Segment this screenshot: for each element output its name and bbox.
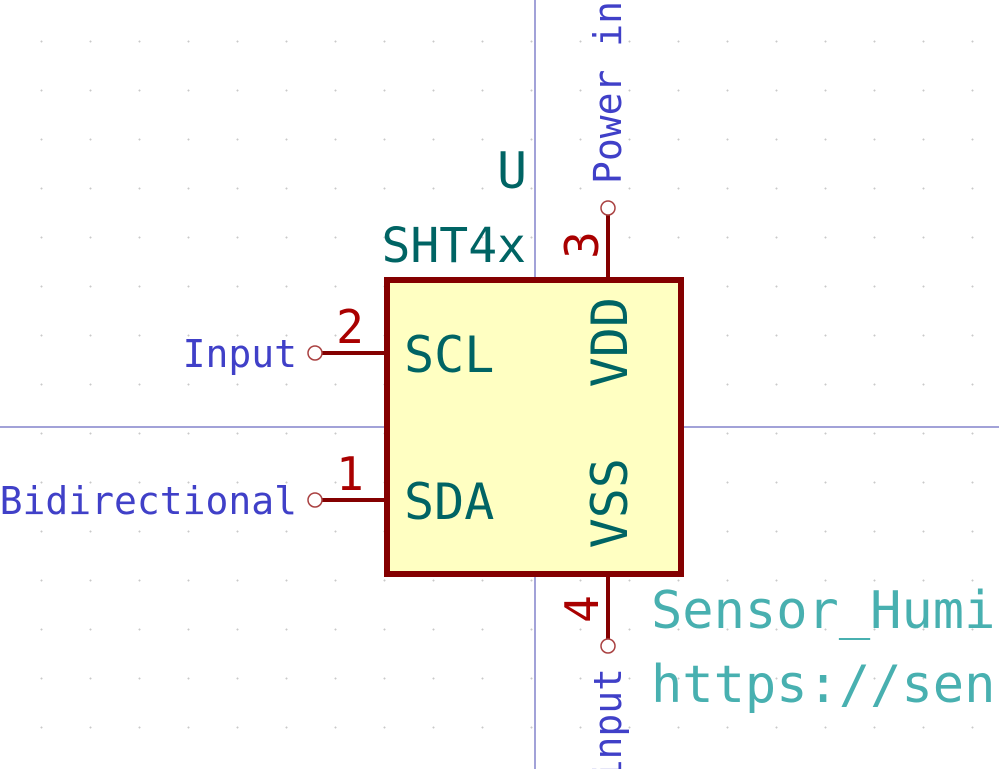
pin-type-sda: Bidirectional <box>0 479 297 523</box>
symbol-body[interactable] <box>384 277 684 577</box>
pin-number-sda: 1 <box>336 447 364 501</box>
symbol-reference[interactable]: U <box>497 142 527 200</box>
pin-name-vss: VSS <box>581 458 639 548</box>
pin-number-scl: 2 <box>336 300 364 354</box>
pin-end-scl[interactable] <box>307 345 323 361</box>
pin-type-scl: Input <box>183 332 297 376</box>
pin-name-vdd: VDD <box>581 297 639 387</box>
pin-end-vdd[interactable] <box>600 200 616 216</box>
pin-end-sda[interactable] <box>307 492 323 508</box>
pin-end-vss[interactable] <box>600 638 616 654</box>
pin-type-vdd: Power inp <box>586 0 630 184</box>
pin-name-scl: SCL <box>404 326 494 384</box>
pin-number-vdd: 3 <box>555 231 609 259</box>
symbol-footprint[interactable]: Sensor_Humi <box>651 581 995 641</box>
pin-number-vss: 4 <box>555 595 609 623</box>
symbol-datasheet[interactable]: https://sens <box>651 655 999 715</box>
symbol-value[interactable]: SHT4x <box>382 218 527 274</box>
pin-type-vss: input <box>586 668 630 769</box>
pin-name-sda: SDA <box>404 473 494 531</box>
